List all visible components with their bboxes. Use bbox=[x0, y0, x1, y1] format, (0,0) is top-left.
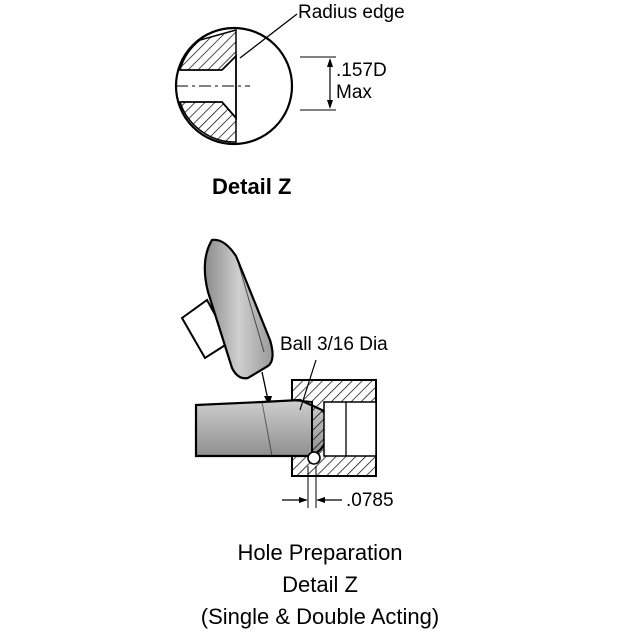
dim-arrow-top bbox=[327, 58, 333, 67]
dim-0785-value: .0785 bbox=[346, 490, 394, 511]
piston-edge bbox=[261, 401, 273, 457]
dim2-arrow-right bbox=[316, 497, 325, 503]
ball-leader bbox=[299, 359, 317, 411]
caption-line-1: Hole Preparation bbox=[237, 540, 403, 565]
tool-facet-line bbox=[237, 261, 265, 353]
piston-body bbox=[194, 398, 329, 458]
ball bbox=[307, 451, 321, 465]
dim-arrow-bottom bbox=[327, 100, 333, 109]
dim-157-value: .157D bbox=[336, 60, 387, 81]
chamfer-edge bbox=[221, 53, 237, 121]
radius-leader bbox=[239, 13, 298, 59]
motion-arrow-shaft bbox=[261, 371, 269, 401]
detail-z-circle-group bbox=[174, 13, 336, 146]
detail-z-title: Detail Z bbox=[212, 174, 292, 199]
hatched-wall-lower bbox=[178, 101, 237, 143]
radius-edge-label: Radius edge bbox=[298, 2, 405, 23]
hole-prep-group bbox=[180, 238, 377, 508]
burnishing-tool bbox=[203, 238, 274, 380]
dim2-arrow-left bbox=[299, 497, 308, 503]
dim-max-label: Max bbox=[336, 82, 372, 103]
caption-line-3: (Single & Double Acting) bbox=[200, 604, 440, 629]
cylinder-bore bbox=[323, 401, 377, 457]
ball-label: Ball 3/16 Dia bbox=[280, 334, 388, 355]
caption-line-2: Detail Z bbox=[282, 572, 358, 597]
